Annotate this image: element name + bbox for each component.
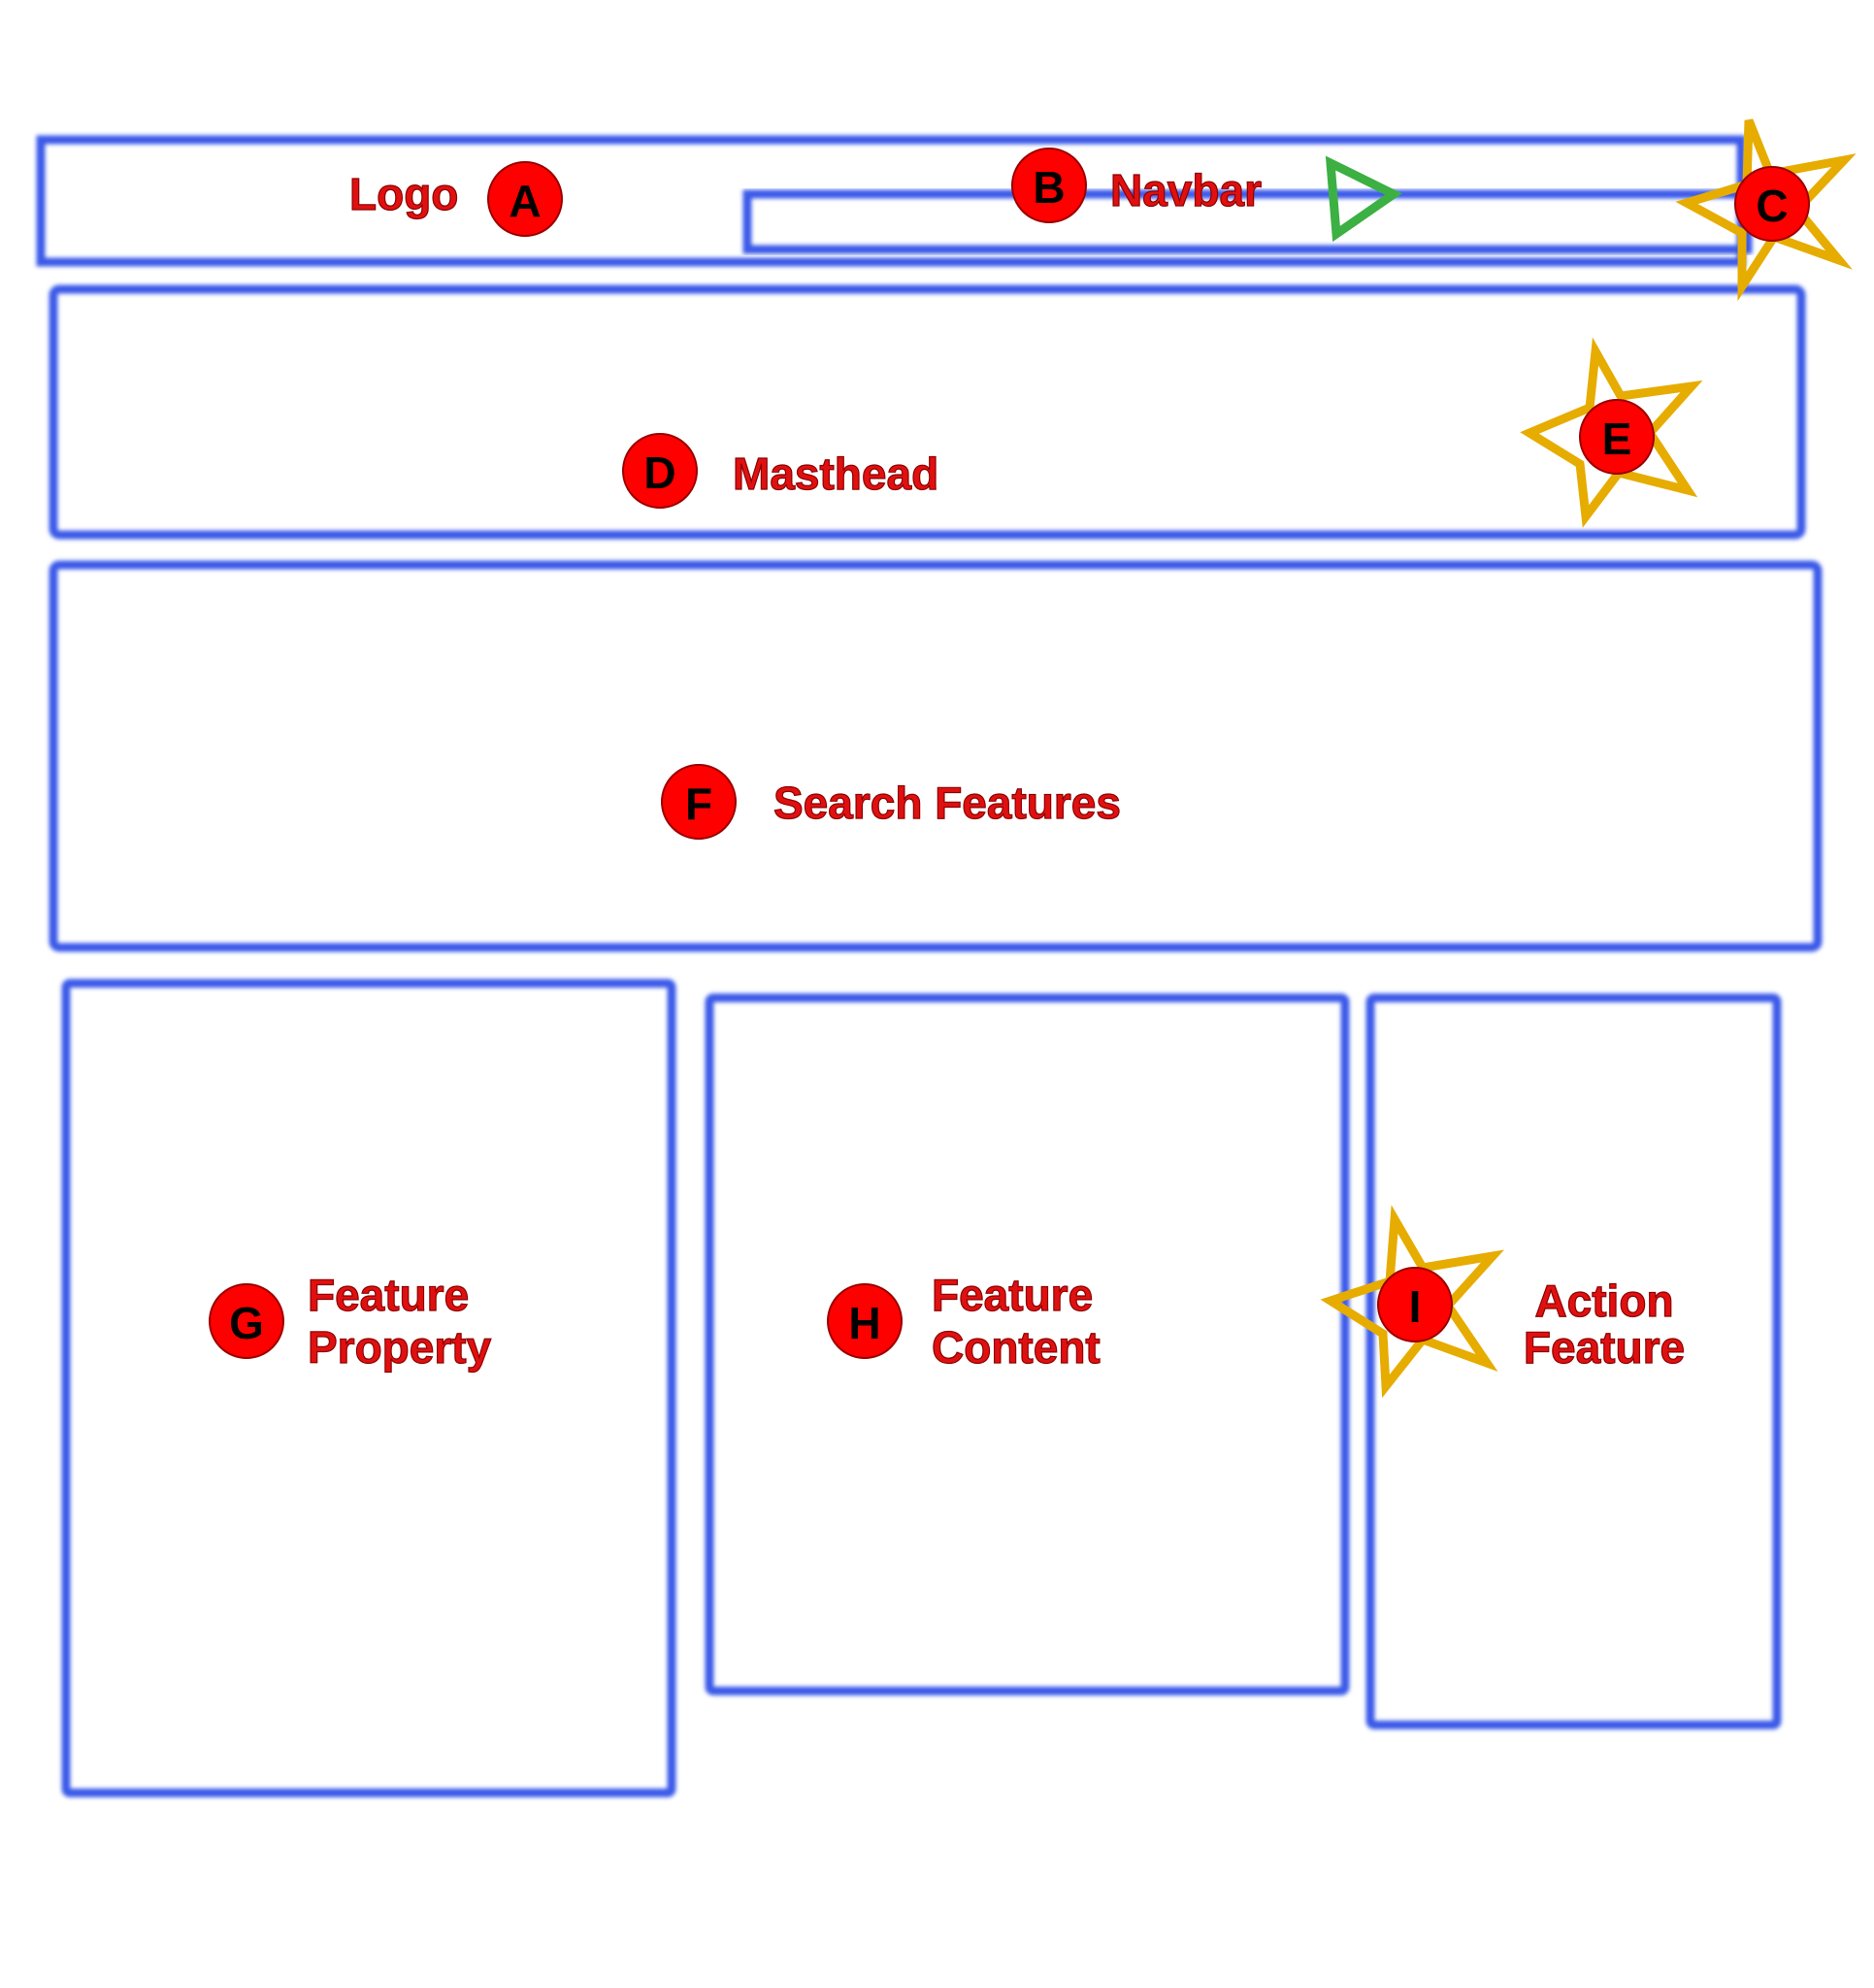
header-box bbox=[36, 135, 1746, 267]
marker-b: B bbox=[1011, 148, 1087, 223]
right-column-label-line1: Action bbox=[1534, 1276, 1673, 1326]
marker-h: H bbox=[827, 1283, 903, 1359]
logo-label: Logo bbox=[349, 169, 458, 219]
play-triangle-icon bbox=[1325, 155, 1402, 243]
left-column-label-1: Feature bbox=[308, 1270, 469, 1320]
search-box bbox=[49, 560, 1823, 952]
svg-text:C: C bbox=[1756, 181, 1788, 231]
svg-text:D: D bbox=[643, 447, 675, 498]
svg-text:F: F bbox=[685, 779, 712, 829]
marker-g: G bbox=[209, 1283, 284, 1359]
right-column-label-line2: Feature bbox=[1524, 1322, 1685, 1373]
middle-column-label-1: Feature bbox=[932, 1270, 1093, 1320]
svg-text:A: A bbox=[509, 176, 541, 226]
svg-text:B: B bbox=[1033, 162, 1065, 213]
search-label: Search Features bbox=[773, 778, 1121, 828]
masthead-box bbox=[49, 284, 1806, 540]
right-column-box bbox=[1365, 993, 1782, 1730]
middle-column-label-2: Content bbox=[932, 1322, 1101, 1373]
svg-text:I: I bbox=[1409, 1281, 1422, 1332]
marker-f: F bbox=[661, 764, 737, 840]
navbar-label: Navbar bbox=[1110, 165, 1262, 215]
left-column-label-2: Property bbox=[308, 1322, 492, 1373]
svg-text:E: E bbox=[1602, 414, 1632, 464]
middle-column-box bbox=[705, 993, 1350, 1696]
svg-text:H: H bbox=[848, 1298, 880, 1348]
svg-text:G: G bbox=[229, 1298, 264, 1348]
left-column-box bbox=[61, 978, 676, 1798]
marker-a: A bbox=[487, 161, 563, 237]
masthead-label: Masthead bbox=[733, 448, 938, 499]
marker-i: I bbox=[1377, 1267, 1453, 1342]
marker-d: D bbox=[622, 433, 698, 509]
marker-c: C bbox=[1734, 166, 1810, 242]
marker-e: E bbox=[1579, 399, 1655, 475]
